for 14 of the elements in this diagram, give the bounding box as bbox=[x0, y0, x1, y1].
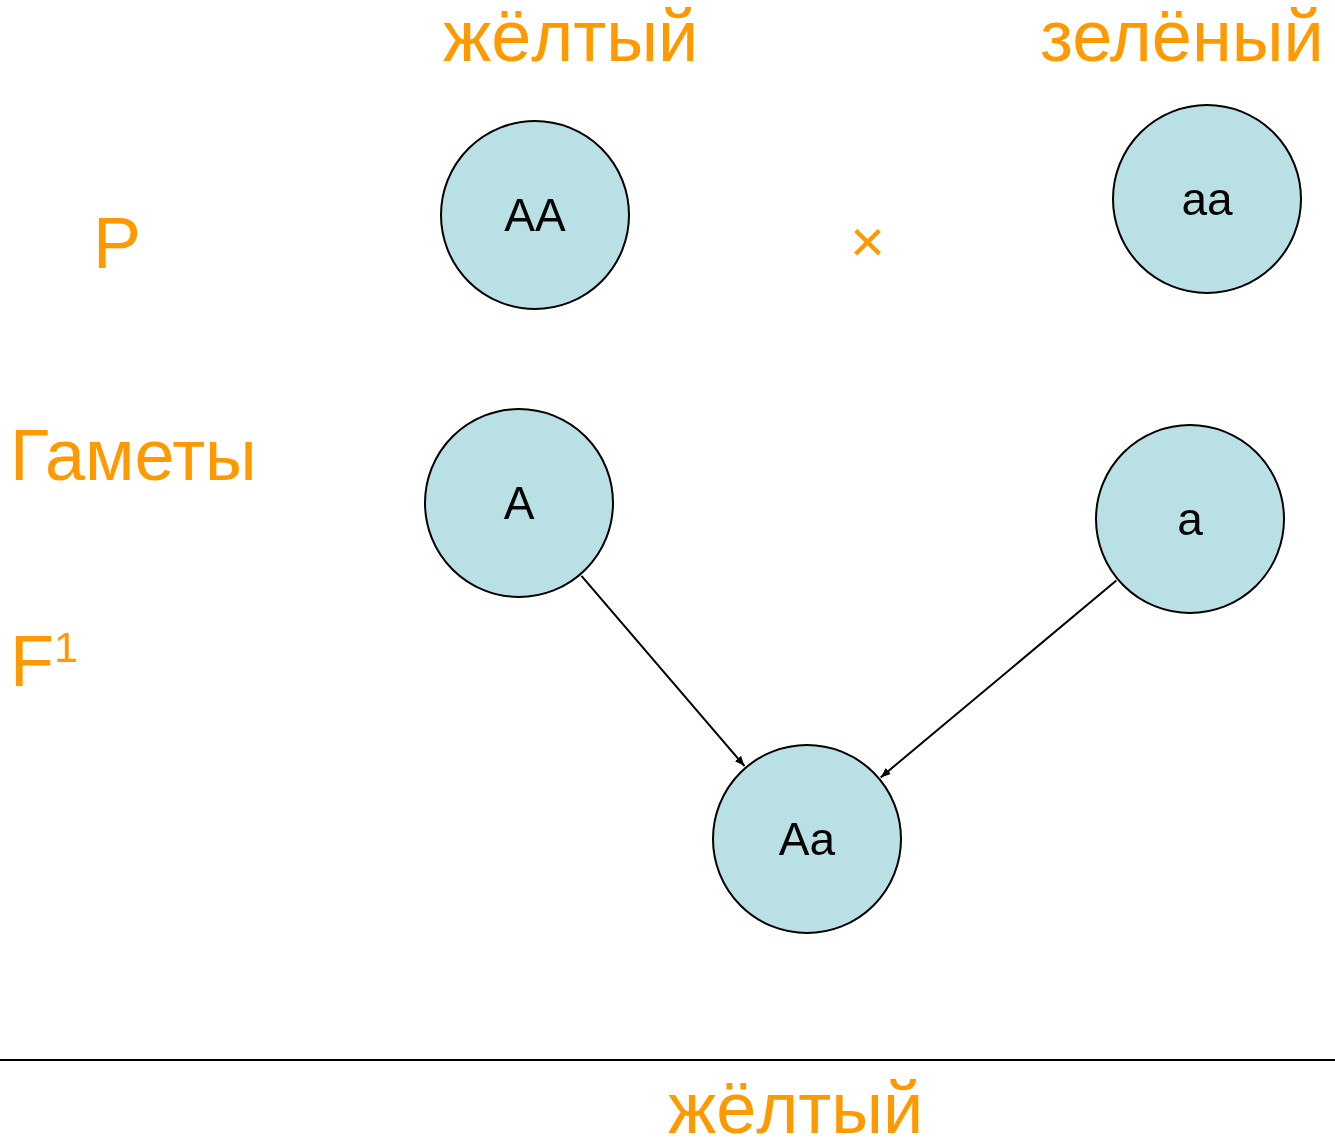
annotation-text: жёлтый bbox=[668, 1072, 924, 1144]
annotation-text: жёлтый bbox=[443, 0, 699, 72]
annotation-text: × bbox=[850, 212, 886, 272]
annotation-text: P bbox=[93, 207, 142, 279]
genotype-label: Aa bbox=[778, 816, 836, 862]
annotation-text: F$^{1}$ bbox=[10, 625, 78, 697]
annotation-text: зелёный bbox=[1040, 0, 1324, 72]
genotype-label: aa bbox=[1181, 176, 1233, 222]
annotation-text: Гаметы bbox=[10, 419, 257, 491]
arrow bbox=[580, 574, 746, 768]
genotype-label: AA bbox=[504, 192, 566, 238]
genotype-label: A bbox=[503, 480, 535, 526]
arrow bbox=[879, 579, 1118, 779]
genotype-label: a bbox=[1177, 496, 1203, 542]
